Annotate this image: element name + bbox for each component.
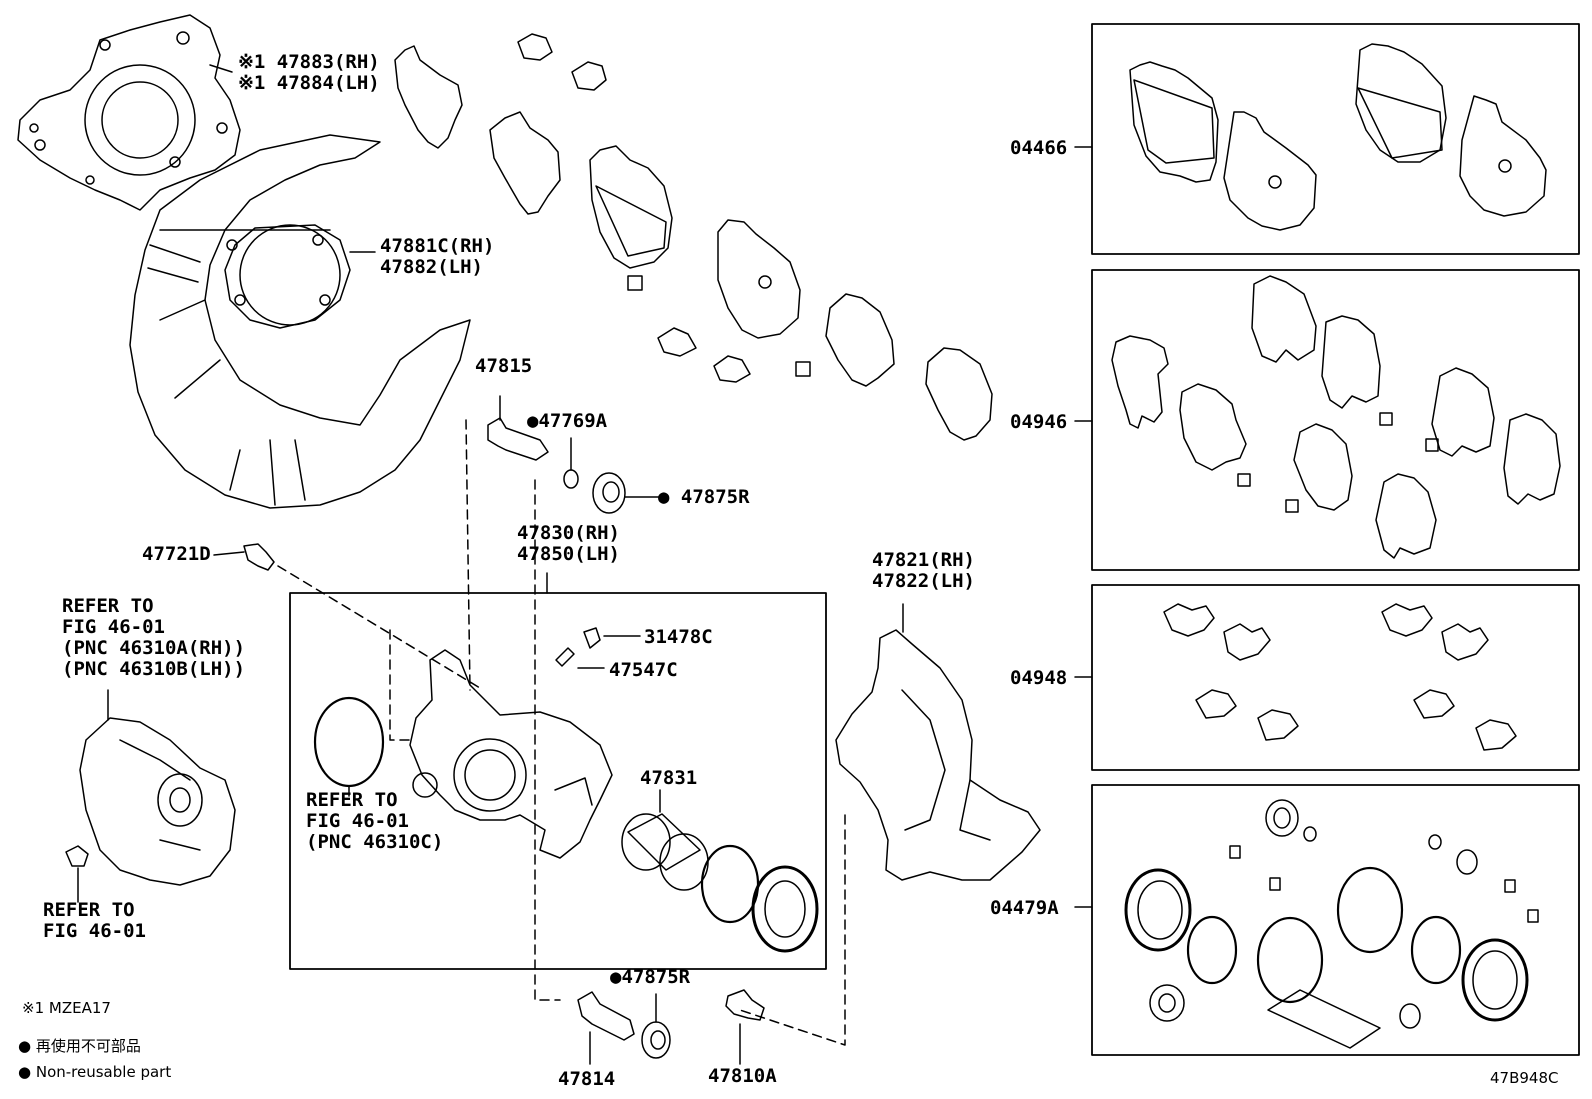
refer-note-2-line2: FIG 46-01 (306, 810, 409, 832)
refer-note-2-line1: REFER TO (306, 789, 398, 811)
piston-seal-right (700, 844, 760, 924)
bolt-47721d (213, 543, 275, 571)
backing-plate-47883 (17, 14, 241, 211)
bleeder-31478c (583, 627, 641, 649)
legend-nonreusable-jp: ● 再使用不可部品 (18, 1037, 141, 1055)
label-47721d: 47721D (142, 543, 211, 565)
label-47814: 47814 (558, 1068, 616, 1090)
label-47815: 47815 (475, 355, 533, 377)
kit-box-04479a (1074, 784, 1580, 1056)
boot-47875r-top (592, 472, 661, 514)
label-04946: 04946 (1010, 411, 1068, 433)
label-47547c: 47547C (609, 659, 678, 681)
label-31478c: 31478C (644, 626, 713, 648)
label-47850: 47850(LH) (517, 543, 620, 565)
refer-note-1-line1: REFER TO (62, 595, 154, 617)
label-04466: 04466 (1010, 137, 1068, 159)
label-47821: 47821(RH) (872, 549, 975, 571)
label-04479a: 04479A (990, 897, 1059, 919)
piston-boot (751, 865, 819, 953)
label-47769a: ●47769A (527, 410, 608, 432)
refer-note-3-line2: FIG 46-01 (43, 920, 146, 942)
pad-sequence-diagonal (394, 33, 993, 441)
bleeder-cap-47547c (555, 647, 605, 669)
slide-pin-47814 (577, 991, 635, 1065)
refer-note-3-line1: REFER TO (43, 899, 135, 921)
slide-pin-47815 (487, 395, 549, 461)
legend-note-mzea17: ※1 MZEA17 (22, 999, 111, 1017)
bushing-47769a (563, 437, 579, 489)
caliper-body (409, 649, 613, 859)
refer-note-1-line4: (PNC 46310B(LH)) (62, 658, 246, 680)
boot-47875r-bottom (641, 993, 671, 1059)
legend-nonreusable-en: ● Non-reusable part (18, 1063, 172, 1081)
refer-note-2-line3: (PNC 46310C) (306, 831, 444, 853)
figure-code: 47B948C (1490, 1069, 1559, 1087)
label-47882: 47882(LH) (380, 256, 483, 278)
label-04948: 04948 (1010, 667, 1068, 689)
label-47884: ※1 47884(LH) (238, 72, 380, 94)
kit-box-04946 (1074, 269, 1580, 571)
kit-box-04466 (1074, 23, 1580, 255)
label-47881c: 47881C(RH) (380, 235, 495, 257)
label-47831: 47831 (640, 767, 698, 789)
label-47875r-bottom: ●47875R (610, 966, 691, 988)
label-47875r-top: ● 47875R (658, 486, 750, 508)
dust-shield-47881c (129, 134, 471, 509)
piston-47831 (621, 789, 709, 891)
label-47822: 47822(LH) (872, 570, 975, 592)
piston-seal-left (313, 696, 385, 797)
label-47830: 47830(RH) (517, 522, 620, 544)
mounting-bracket-47821 (835, 603, 1041, 881)
refer-note-1-line2: FIG 46-01 (62, 616, 165, 638)
parking-brake-actuator (79, 689, 236, 886)
kit-box-04948 (1074, 584, 1580, 771)
actuator-bolt (65, 845, 89, 903)
label-47810a: 47810A (708, 1065, 777, 1087)
caliper-assembly-box (289, 572, 827, 970)
refer-note-1-line3: (PNC 46310A(RH)) (62, 637, 246, 659)
bolt-47810a (725, 989, 765, 1065)
label-47883: ※1 47883(RH) (238, 51, 380, 73)
